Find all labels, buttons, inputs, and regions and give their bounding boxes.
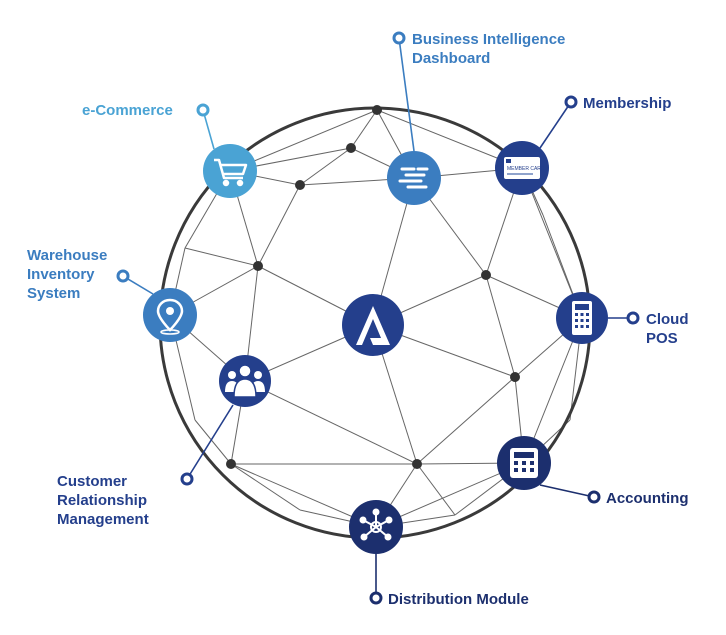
module-node-membership[interactable]: MEMBER CARD <box>495 141 549 195</box>
leader-line <box>202 109 215 150</box>
leader-lines <box>122 37 633 598</box>
label-marker <box>392 31 406 45</box>
label-accounting[interactable]: Accounting <box>606 490 689 507</box>
module-node-ecommerce[interactable] <box>203 144 257 198</box>
leader-line <box>539 101 572 149</box>
member-card-icon: MEMBER CARD <box>504 157 545 179</box>
mesh-line <box>194 419 232 465</box>
mesh-line <box>350 109 378 149</box>
label-ecommerce[interactable]: e-Commerce <box>82 102 173 119</box>
leader-line <box>398 37 415 152</box>
label-distribution[interactable]: Distribution Module <box>388 591 529 608</box>
junction-dot <box>346 143 356 153</box>
module-node-warehouse[interactable] <box>143 288 197 342</box>
junction-dot <box>412 459 422 469</box>
junction-dot <box>481 270 491 280</box>
junction-dot <box>372 105 382 115</box>
label-business-intelligence[interactable]: Business Intelligence Dashboard <box>412 31 566 67</box>
mesh-line <box>184 247 259 267</box>
network-hub-icon <box>359 508 393 541</box>
label-marker <box>587 490 601 504</box>
module-node-business-intelligence[interactable] <box>387 151 441 205</box>
label-marker <box>116 269 130 283</box>
mesh-line <box>416 376 516 465</box>
leader-line <box>539 484 595 498</box>
module-node-accounting[interactable] <box>497 436 551 490</box>
label-marker <box>626 311 640 325</box>
mesh-line <box>244 380 418 465</box>
label-marker <box>180 472 194 486</box>
module-node-cloud-pos[interactable] <box>556 292 608 344</box>
label-crm[interactable]: Customer Relationship Management <box>57 473 149 528</box>
junction-dot <box>510 372 520 382</box>
label-membership[interactable]: Membership <box>583 95 672 112</box>
center-logo[interactable] <box>342 294 404 356</box>
calculator-icon <box>510 448 538 478</box>
member-card-text: MEMBER CARD <box>507 166 545 172</box>
junction-dots <box>226 105 520 469</box>
junction-dot <box>295 180 305 190</box>
people-icon <box>225 364 265 398</box>
mesh-line <box>416 463 456 516</box>
cart-icon <box>214 158 248 187</box>
logo-arrow-icon <box>356 306 390 345</box>
label-marker <box>369 591 383 605</box>
mesh-line <box>485 274 516 378</box>
mesh-line <box>230 463 301 511</box>
junction-dot <box>226 459 236 469</box>
label-markers <box>116 31 640 605</box>
label-cloud-pos[interactable]: Cloud POS <box>646 311 689 347</box>
label-marker <box>564 95 578 109</box>
pos-terminal-icon <box>572 301 592 335</box>
module-node-crm[interactable] <box>219 355 271 407</box>
map-pin-icon <box>156 298 184 335</box>
leader-line <box>186 404 234 480</box>
label-warehouse[interactable]: Warehouse Inventory System <box>27 247 108 302</box>
module-node-distribution[interactable] <box>349 500 403 554</box>
label-marker <box>196 103 210 117</box>
junction-dot <box>253 261 263 271</box>
mesh-line <box>299 147 352 186</box>
lines-icon <box>398 167 429 189</box>
mesh-line <box>257 184 301 267</box>
